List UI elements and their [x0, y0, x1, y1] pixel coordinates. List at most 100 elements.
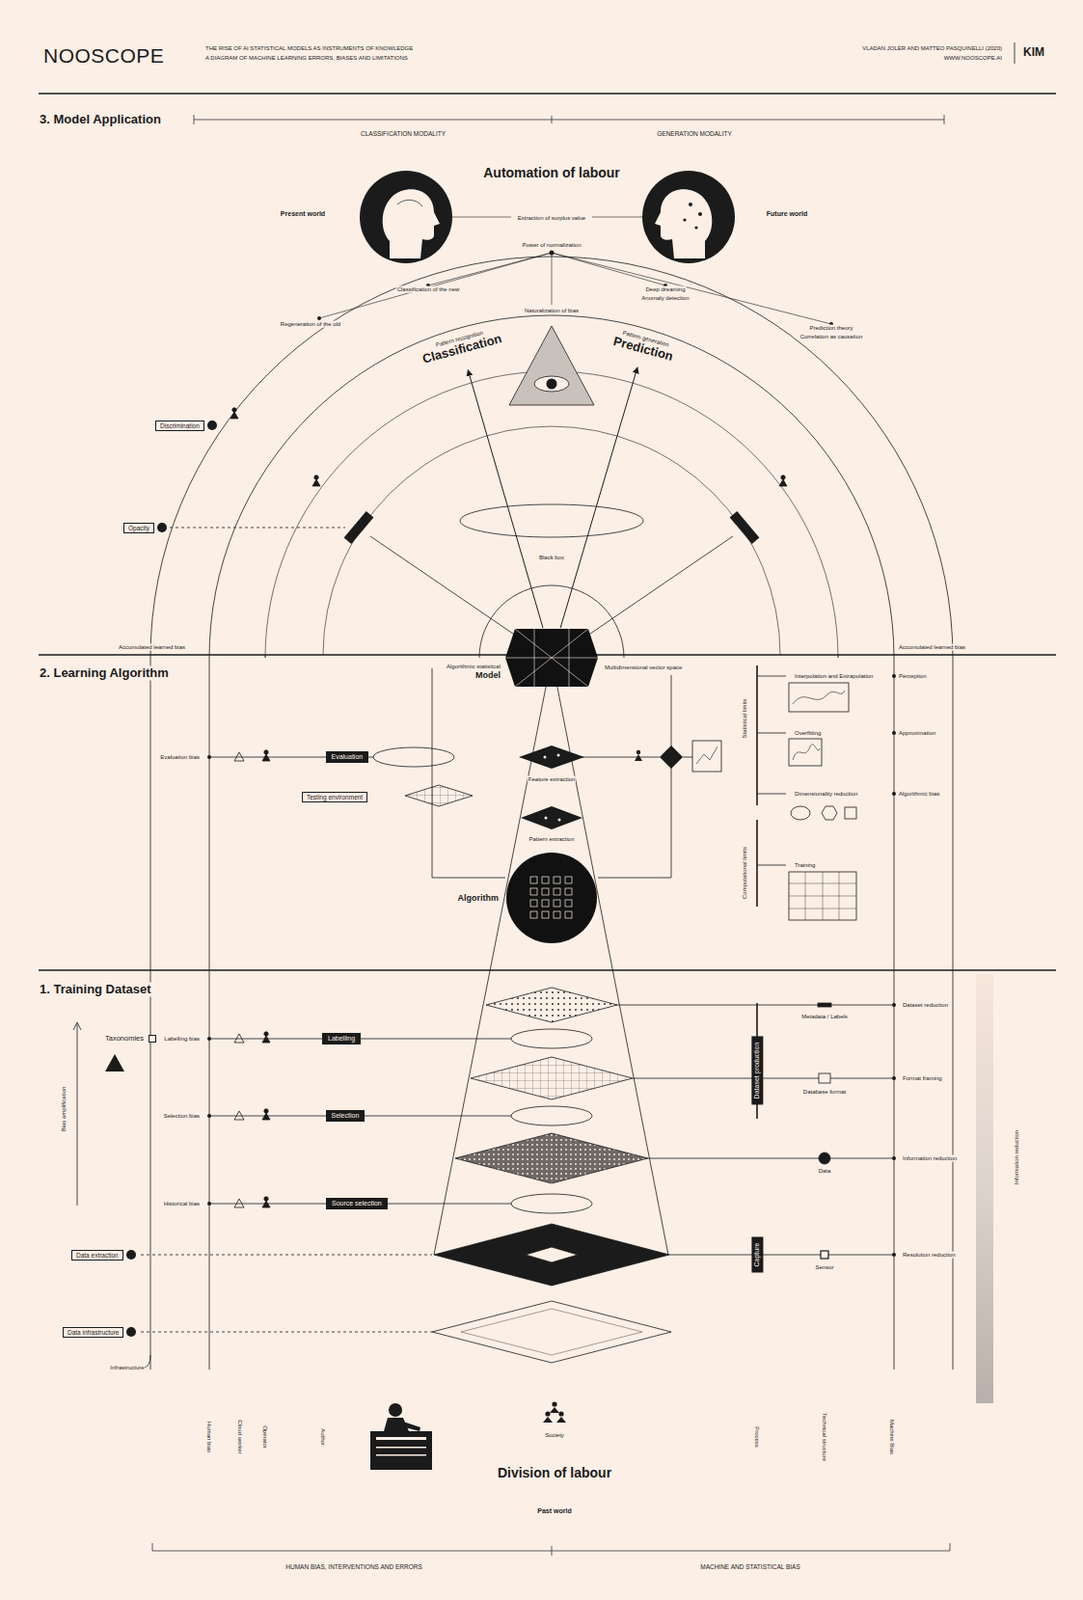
art-g: [634, 750, 643, 761]
node-text: Dataset production: [753, 1042, 761, 1100]
network-cell: [553, 899, 561, 907]
art-polygon: [433, 1223, 670, 1286]
annotation-label: MACHINE AND STATISTICAL BIAS: [699, 1563, 802, 1571]
art-rect: [788, 682, 849, 712]
art-ellipse: [534, 376, 569, 392]
section-heading: KIM: [1022, 46, 1046, 60]
network-cell: [530, 899, 538, 907]
annotation-label: A DIAGRAM OF MACHINE LEARNING ERRORS, BI…: [204, 54, 409, 62]
annotation-label: Process: [754, 1425, 761, 1449]
node-text: Data infrastructure: [67, 1328, 119, 1336]
annotation-label: Correlation as causation: [799, 333, 865, 341]
annotation-label: Accumulated learned bias: [897, 644, 967, 651]
art-g: [262, 1196, 271, 1208]
art-path: [792, 690, 845, 704]
annotation-label: Accumulated learned bias: [117, 644, 187, 651]
art-path: [542, 1416, 553, 1423]
model-hexagon: Algorithmic statisticalModel: [505, 628, 598, 687]
art-path: [209, 1038, 512, 1204]
art-path: [597, 675, 672, 878]
node-caption: Algorithm: [457, 893, 501, 903]
annotation-label: Selection bias: [162, 1112, 201, 1120]
modality-node: Pattern recognitionClassification: [415, 323, 506, 368]
art-path: [262, 754, 271, 761]
annotation-label: Metadata / Labels: [800, 1013, 849, 1021]
annotation-label: Classification of the new: [396, 286, 461, 294]
network-cell: [553, 876, 561, 884]
art-polygon: [520, 806, 583, 830]
art-g: [312, 475, 321, 487]
network-cell: [541, 911, 549, 919]
art-rect: [376, 1454, 427, 1457]
art-circle: [892, 1252, 896, 1257]
annotation-label: Statistical limits: [741, 697, 749, 739]
art-rect: [730, 511, 760, 544]
annotation-label: Author: [320, 1427, 327, 1447]
art-ellipse: [373, 747, 455, 767]
art-path: [432, 668, 506, 878]
art-path: [312, 479, 321, 487]
reduction-bar: [975, 974, 994, 1404]
annotation-label: Deep dreaming: [644, 286, 686, 294]
annotation-label: Machine Bias: [889, 1418, 896, 1456]
node-text: Testing environment: [306, 793, 363, 801]
circle-outline: [505, 851, 598, 945]
art-path: [152, 1543, 950, 1556]
art-g: [262, 1031, 271, 1043]
art-polygon: [470, 1056, 633, 1100]
node-text: Capture: [753, 1243, 761, 1268]
callout-box: Data infrastructure: [62, 1326, 124, 1338]
section-heading: Division of labour: [496, 1464, 613, 1481]
art-g: [230, 407, 239, 419]
art-circle: [636, 750, 641, 755]
annotation-label: CLASSIFICATION MODALITY: [359, 130, 447, 137]
art-circle: [207, 755, 212, 759]
network-cell: [553, 911, 561, 919]
frame-lines: [38, 42, 1056, 1556]
art-polygon: [105, 1054, 125, 1072]
art-path: [193, 114, 945, 125]
art-ellipse: [511, 1106, 593, 1126]
annotation-label: Feature extraction: [527, 776, 576, 784]
automaton-figure: [370, 1403, 433, 1470]
art-polygon: [455, 1133, 649, 1184]
node-text: Source selection: [331, 1199, 382, 1208]
callout-box: Opacity: [123, 522, 155, 534]
art-rect: [817, 1002, 832, 1007]
section-heading: 1. Training Dataset: [38, 982, 153, 998]
art-rect: [844, 807, 857, 819]
art-circle: [892, 731, 896, 735]
art-path: [617, 1004, 894, 1255]
node-text: Evaluation: [331, 753, 364, 761]
art-path: [319, 252, 832, 325]
annotation-label: Bias amplification: [60, 1085, 68, 1134]
art-circle: [126, 1326, 136, 1337]
worker-icons: [230, 407, 787, 1208]
annotation-label: Information reduction: [1013, 1129, 1021, 1186]
annotation-label: HUMAN BIAS, INTERVENTIONS AND ERRORS: [284, 1563, 423, 1571]
annotation-label: Dimensionality reduction: [793, 790, 859, 798]
art-circle: [207, 1201, 212, 1206]
art-path: [549, 1407, 560, 1413]
art-g: [779, 475, 787, 487]
art-circle: [543, 756, 547, 759]
art-circle: [207, 1113, 212, 1118]
callout-box: Discrimination: [155, 420, 205, 432]
process-box: Selection: [325, 1110, 366, 1122]
art-path: [779, 479, 787, 487]
learning-marks: [518, 674, 896, 830]
annotation-label: Anomaly detection: [640, 295, 690, 302]
annotation-label: Society: [543, 1432, 566, 1439]
mesh-lines: [505, 628, 598, 687]
art-path: [265, 371, 839, 658]
annotation-label: Data: [817, 1167, 833, 1175]
annotation-label: Dataset reduction: [901, 1001, 949, 1009]
dataset-dots: [207, 755, 896, 1257]
network-cell: [565, 911, 572, 919]
section-heading: Automation of labour: [482, 164, 622, 181]
process-box: Capture: [751, 1237, 763, 1273]
art-path: [634, 754, 643, 761]
annotation-label: Pattern extraction: [527, 836, 575, 843]
art-circle: [892, 791, 896, 796]
